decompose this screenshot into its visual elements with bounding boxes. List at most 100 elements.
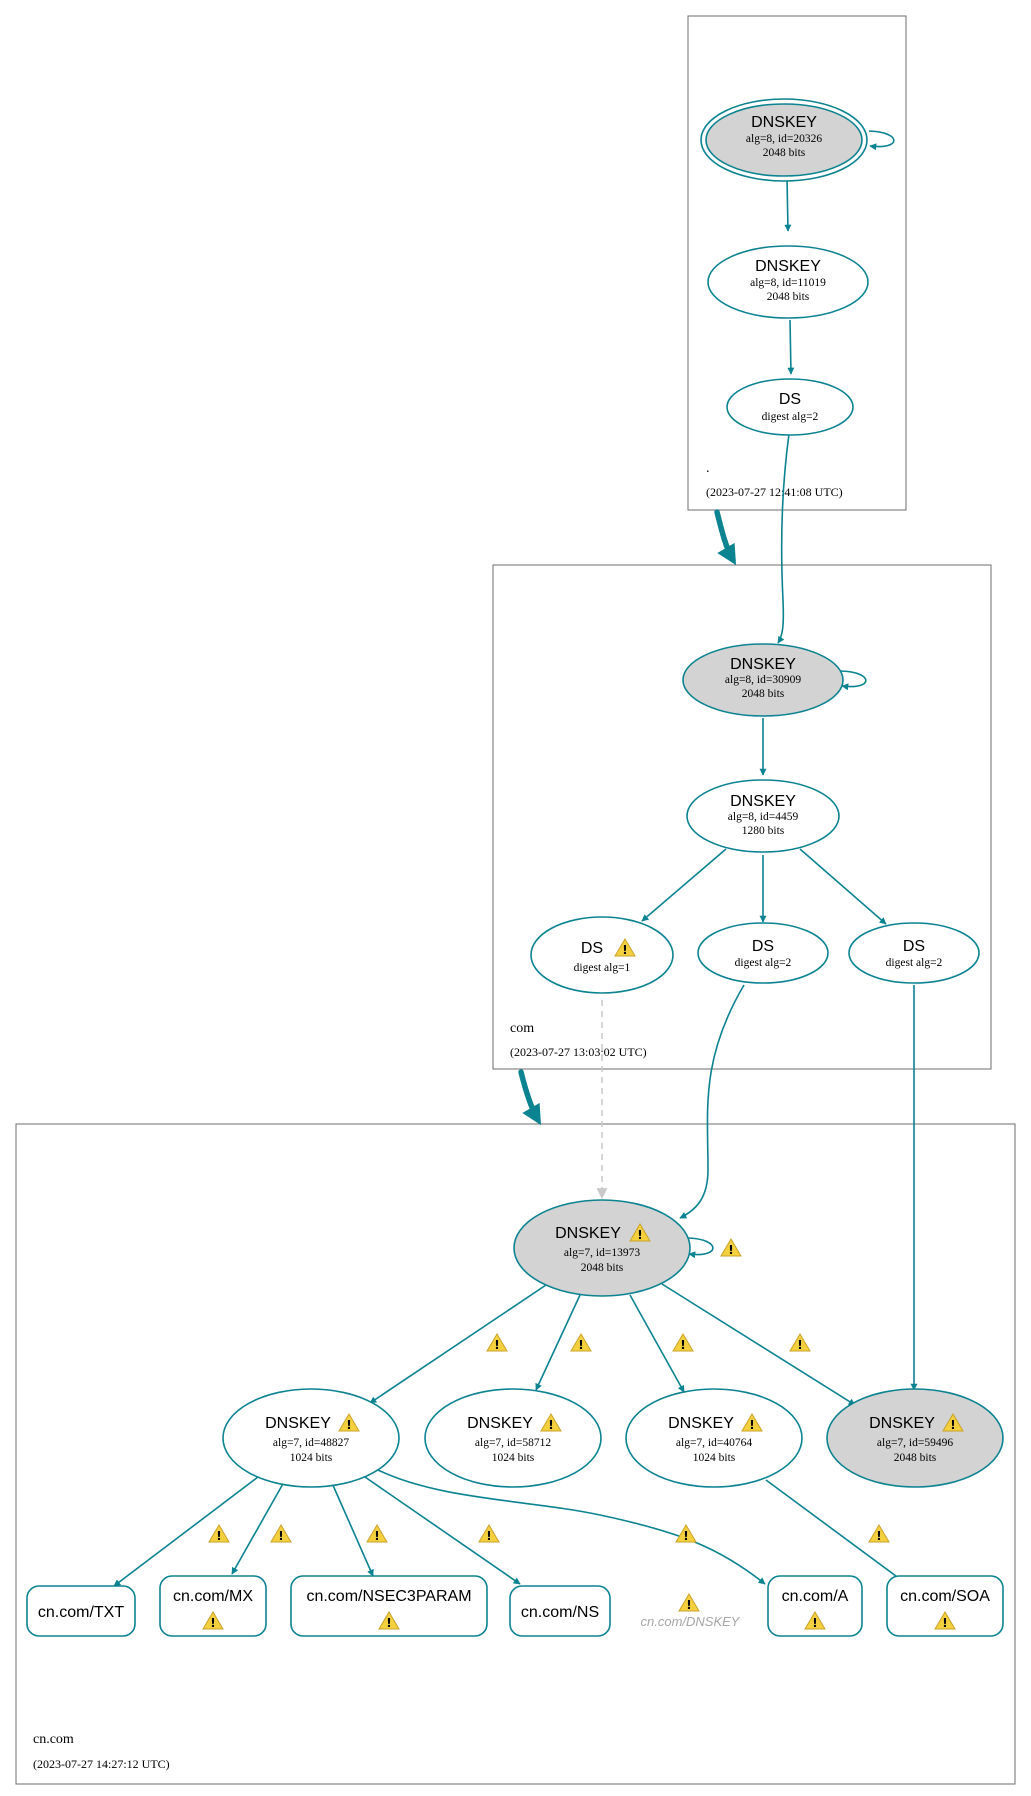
rrset-ns-node[interactable]: cn.com/NS <box>509 1585 611 1637</box>
edge-com-zsk-to-ds1 <box>641 848 727 922</box>
node-key-info: alg=8, id=11019 <box>750 277 826 289</box>
com-ds2-node[interactable]: DS digest alg=2 <box>697 922 829 984</box>
rrset-nsec3param-node[interactable]: cn.com/NSEC3PARAM <box>290 1575 488 1637</box>
node-title: DNSKEY <box>668 1415 734 1432</box>
edge-root-ksk-to-zsk <box>784 177 792 232</box>
warning-icon <box>672 1333 694 1353</box>
zone-com-timestamp: (2023-07-27 13:03:02 UTC) <box>510 1045 647 1059</box>
rrset-mx-node[interactable]: cn.com/MX <box>159 1575 267 1637</box>
warning-icon <box>678 1593 700 1613</box>
com-zsk-node[interactable]: DNSKEY alg=8, id=4459 1280 bits <box>686 779 840 853</box>
zone-root-box <box>687 15 907 511</box>
node-key-size: 1024 bits <box>492 1452 535 1464</box>
zone-com-name: com <box>510 1021 534 1036</box>
edge-com-ksk-self <box>840 670 867 691</box>
warning-icon <box>270 1524 292 1544</box>
cn-k3-node[interactable]: DNSKEY alg=7, id=40764 1024 bits <box>625 1388 803 1488</box>
warning-icon <box>868 1524 890 1544</box>
zone-com-box <box>492 564 992 1070</box>
edge-cn-ksk-to-k1 <box>369 1284 547 1404</box>
rrset-label: cn.com/NS <box>521 1604 599 1621</box>
zone-cncom-timestamp: (2023-07-27 14:27:12 UTC) <box>33 1757 170 1771</box>
cn-k1-node[interactable]: DNSKEY alg=7, id=48827 1024 bits <box>222 1388 400 1488</box>
warning-icon <box>789 1333 811 1353</box>
edge-k1-to-nsec3param <box>331 1482 374 1577</box>
warning-icon <box>478 1524 500 1544</box>
node-key-size: 2048 bits <box>894 1452 937 1464</box>
rrset-soa-node[interactable]: cn.com/SOA <box>886 1575 1004 1637</box>
node-title: DS <box>779 391 801 408</box>
node-title: DS <box>752 938 774 955</box>
edge-cn-ksk-to-k2 <box>535 1294 581 1391</box>
node-key-size: 1024 bits <box>290 1452 333 1464</box>
node-title: DNSKEY <box>467 1415 533 1432</box>
edge-cn-ksk-to-k3 <box>629 1294 685 1393</box>
rrset-txt-node[interactable]: cn.com/TXT <box>26 1585 136 1637</box>
cn-ksk-node[interactable]: DNSKEY alg=7, id=13973 2048 bits <box>513 1199 691 1297</box>
com-ds1-node[interactable]: DS digest alg=1 <box>530 916 674 994</box>
rrset-label: cn.com/NSEC3PARAM <box>306 1588 471 1605</box>
node-title: DNSKEY <box>265 1415 331 1432</box>
node-digest: digest alg=2 <box>735 957 792 969</box>
zone-root-timestamp: (2023-07-27 12:41:08 UTC) <box>706 485 843 499</box>
edge-com-ds2-to-cn-ksk <box>679 984 745 1219</box>
node-key-info: alg=7, id=58712 <box>475 1437 551 1449</box>
node-title: DNSKEY <box>869 1415 935 1432</box>
delegation-root-to-com <box>714 509 737 566</box>
node-title: DNSKEY <box>730 793 796 810</box>
node-digest: digest alg=2 <box>886 957 943 969</box>
warning-icon <box>675 1524 697 1544</box>
rrset-a-node[interactable]: cn.com/A <box>767 1575 863 1637</box>
rrset-label: cn.com/DNSKEY <box>641 1614 741 1629</box>
edge-k1-to-a <box>377 1469 766 1585</box>
rrset-dnskey-node[interactable]: cn.com/DNSKEY <box>641 1593 741 1629</box>
zone-cncom-name: cn.com <box>33 1732 74 1747</box>
node-key-size: 2048 bits <box>763 147 806 159</box>
warning-icon <box>366 1524 388 1544</box>
edge-cn-ksk-to-k4 <box>661 1283 856 1406</box>
rrset-label: cn.com/MX <box>173 1588 253 1605</box>
warning-icon <box>486 1333 508 1353</box>
warning-icon <box>570 1333 592 1353</box>
node-key-info: alg=8, id=4459 <box>728 811 799 823</box>
node-title: DNSKEY <box>751 114 817 131</box>
node-key-size: 2048 bits <box>581 1262 624 1274</box>
node-title: DS <box>903 938 925 955</box>
edge-k1-to-mx <box>231 1481 285 1575</box>
node-digest: digest alg=2 <box>762 411 819 423</box>
edge-k1-to-txt <box>113 1476 259 1587</box>
node-key-info: alg=8, id=30909 <box>725 674 801 686</box>
node-title: DNSKEY <box>730 656 796 673</box>
com-ds3-node[interactable]: DS digest alg=2 <box>848 922 980 984</box>
root-ksk-node[interactable]: DNSKEY alg=8, id=20326 2048 bits <box>700 98 868 182</box>
node-title: DS <box>581 940 603 957</box>
root-zsk-node[interactable]: DNSKEY alg=8, id=11019 2048 bits <box>707 245 869 319</box>
warning-icon <box>208 1524 230 1544</box>
edge-root-ds-to-com-ksk <box>777 433 790 644</box>
cn-k4-node[interactable]: DNSKEY alg=7, id=59496 2048 bits <box>826 1388 1004 1488</box>
node-key-info: alg=7, id=59496 <box>877 1437 953 1449</box>
rrset-label: cn.com/SOA <box>900 1588 990 1605</box>
node-title: DNSKEY <box>555 1225 621 1242</box>
cn-k2-node[interactable]: DNSKEY alg=7, id=58712 1024 bits <box>424 1388 602 1488</box>
edge-root-zsk-to-ds <box>787 319 795 375</box>
edge-root-ksk-self <box>868 130 895 151</box>
edge-k1-to-ns <box>364 1476 521 1585</box>
node-key-size: 1024 bits <box>693 1452 736 1464</box>
delegation-com-to-cncom <box>518 1069 542 1126</box>
com-ksk-node[interactable]: DNSKEY alg=8, id=30909 2048 bits <box>682 643 844 717</box>
zone-root-name: . <box>706 461 710 476</box>
node-key-size: 2048 bits <box>742 688 785 700</box>
node-key-info: alg=7, id=13973 <box>564 1247 640 1259</box>
rrset-label: cn.com/A <box>782 1588 849 1605</box>
node-key-size: 1280 bits <box>742 825 785 837</box>
root-ds-node[interactable]: DS digest alg=2 <box>726 378 854 436</box>
node-key-info: alg=7, id=48827 <box>273 1437 349 1449</box>
edge-k3-to-soa <box>765 1479 905 1583</box>
node-key-info: alg=7, id=40764 <box>676 1437 752 1449</box>
edge-cn-ksk-self <box>687 1237 714 1259</box>
rrset-label: cn.com/TXT <box>38 1604 124 1621</box>
edge-com-zsk-to-ds3 <box>799 848 887 925</box>
warning-icon <box>720 1238 742 1258</box>
